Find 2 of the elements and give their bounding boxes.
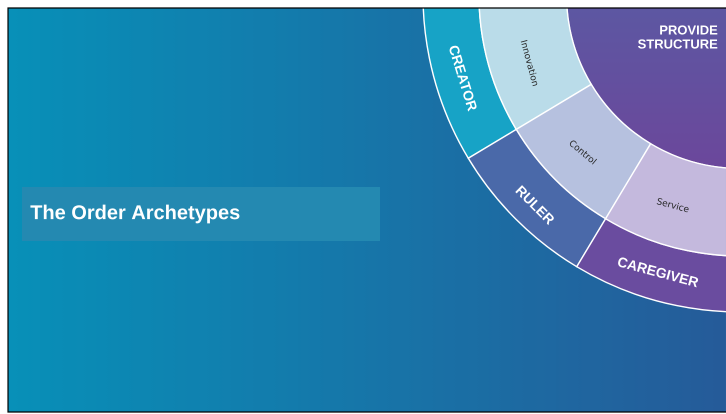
title-banner: The Order Archetypes (22, 187, 380, 241)
ring-segment: Service (604, 143, 726, 257)
